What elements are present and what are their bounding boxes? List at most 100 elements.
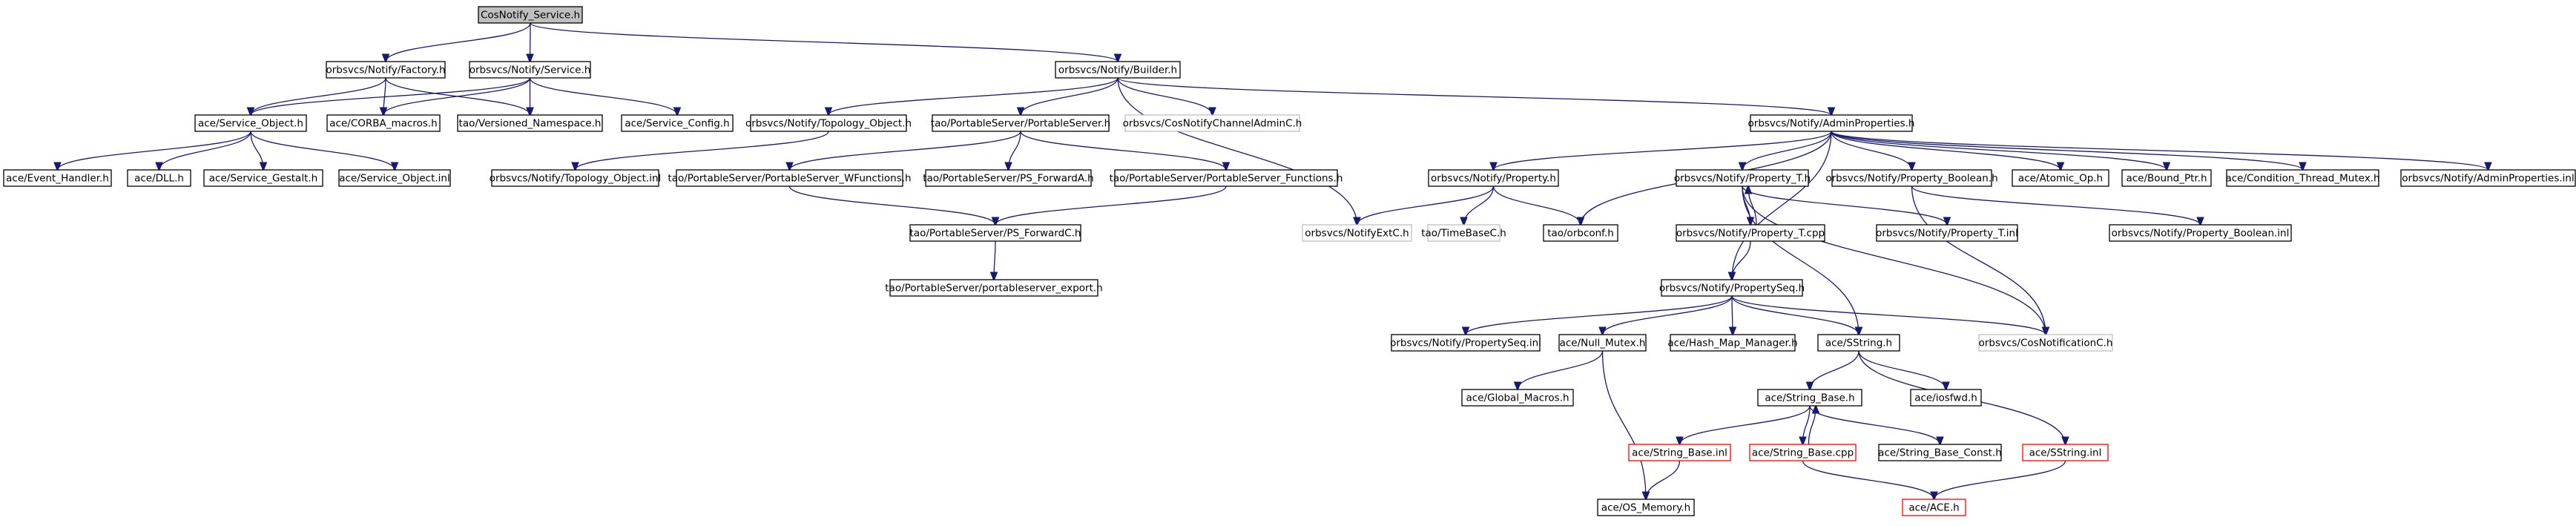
edge-sstringinl-to-aceh bbox=[1934, 460, 2066, 499]
node-orbsvcs-notify-propertyseq-h[interactable]: orbsvcs/Notify/PropertySeq.h bbox=[1659, 279, 1805, 297]
node-ace-string-base-cpp[interactable]: ace/String_Base.cpp bbox=[1749, 444, 1857, 461]
node-tao-timebasec-h[interactable]: tao/TimeBaseC.h bbox=[1421, 224, 1506, 242]
node-label: orbsvcs/NotifyExtC.h bbox=[1305, 228, 1409, 240]
node-label: ace/Hash_Map_Manager.h bbox=[1667, 338, 1797, 349]
node-orbsvcs-notify-property-boolean-inl[interactable]: orbsvcs/Notify/Property_Boolean.inl bbox=[2109, 224, 2292, 242]
node-orbsvcs-notify-adminproperties-inl[interactable]: orbsvcs/Notify/AdminProperties.inl bbox=[2400, 169, 2576, 187]
node-box bbox=[1876, 224, 2018, 242]
node-box bbox=[676, 169, 903, 187]
node-orbsvcs-cosnotifychanneladminc-h[interactable]: orbsvcs/CosNotifyChannelAdminC.h bbox=[1123, 114, 1302, 132]
node-label: ace/String_Base_Const.h bbox=[1878, 447, 2002, 459]
node-cosnotify-service-h[interactable]: CosNotify_Service.h bbox=[478, 6, 583, 24]
node-orbsvcs-notify-property-boolean-h[interactable]: orbsvcs/Notify/Property_Boolean.h bbox=[1825, 169, 1998, 187]
node-label: orbsvcs/CosNotificationC.h bbox=[1979, 338, 2113, 349]
edge-adminprops-to-boundptr bbox=[1831, 131, 2167, 170]
node-label: ace/DLL.h bbox=[134, 173, 184, 185]
edge-ps-to-psfunc bbox=[1020, 131, 1226, 170]
node-orbsvcs-notify-property-t-cpp[interactable]: orbsvcs/Notify/Property_T.cpp bbox=[1676, 224, 1825, 242]
node-tao-portableserver-portableserver-functions-h[interactable]: tao/PortableServer/PortableServer_Functi… bbox=[1110, 169, 1343, 187]
node-ace-bound-ptr-h[interactable]: ace/Bound_Ptr.h bbox=[2121, 169, 2212, 187]
node-label: tao/PortableServer/PS_ForwardC.h bbox=[910, 228, 1081, 240]
edge-svcobj-to-dll bbox=[159, 131, 251, 170]
node-label: ace/CORBA_macros.h bbox=[329, 118, 437, 130]
node-box bbox=[1597, 499, 1695, 516]
node-ace-service-config-h[interactable]: ace/Service_Config.h bbox=[621, 114, 734, 132]
edge-service-to-corbamacros bbox=[383, 77, 531, 115]
node-box bbox=[1749, 444, 1857, 461]
node-orbsvcs-notify-factory-h[interactable]: orbsvcs/Notify/Factory.h bbox=[326, 61, 446, 79]
edge-adminprops-to-propbool bbox=[1831, 131, 1912, 170]
node-orbsvcs-notify-topology-object-inl[interactable]: orbsvcs/Notify/Topology_Object.inl bbox=[490, 169, 662, 187]
node-label: ace/Condition_Thread_Mutex.h bbox=[2225, 173, 2379, 185]
edge-ps-to-psfwda bbox=[1009, 131, 1021, 170]
node-label: ace/String_Base.h bbox=[1765, 392, 1854, 404]
node-box bbox=[1124, 114, 1300, 132]
node-orbsvcs-cosnotificationc-h[interactable]: orbsvcs/CosNotificationC.h bbox=[1978, 334, 2113, 352]
node-ace-service-gestalt-h[interactable]: ace/Service_Gestalt.h bbox=[203, 169, 323, 187]
node-orbsvcs-notify-builder-h[interactable]: orbsvcs/Notify/Builder.h bbox=[1055, 61, 1181, 79]
node-box bbox=[2226, 169, 2379, 187]
node-orbsvcs-notify-propertyseq-inl[interactable]: orbsvcs/Notify/PropertySeq.inl bbox=[1390, 334, 1541, 352]
node-tao-portableserver-ps-forwardc-h[interactable]: tao/PortableServer/PS_ForwardC.h bbox=[909, 224, 1081, 242]
node-ace-sstring-h[interactable]: ace/SString.h bbox=[1817, 334, 1900, 352]
node-ace-atomic-op-h[interactable]: ace/Atomic_Op.h bbox=[2012, 169, 2109, 187]
node-ace-null-mutex-h[interactable]: ace/Null_Mutex.h bbox=[1558, 334, 1647, 352]
node-box bbox=[127, 169, 191, 187]
node-box bbox=[1878, 444, 2002, 461]
node-ace-dll-h[interactable]: ace/DLL.h bbox=[127, 169, 191, 187]
edge-proptcpp-to-propt bbox=[1748, 186, 1757, 226]
node-ace-sstring-inl[interactable]: ace/SString.inl bbox=[2022, 444, 2109, 461]
node-orbsvcs-notify-property-t-h[interactable]: orbsvcs/Notify/Property_T.h bbox=[1674, 169, 1811, 187]
edge-propt-to-cosnotifc bbox=[1742, 185, 2046, 335]
node-ace-string-base-h[interactable]: ace/String_Base.h bbox=[1757, 389, 1862, 407]
node-orbsvcs-notify-property-h[interactable]: orbsvcs/Notify/Property.h bbox=[1428, 169, 1559, 187]
node-tao-portableserver-portableserver-wfunctions-h[interactable]: tao/PortableServer/PortableServer_WFunct… bbox=[668, 169, 912, 187]
node-box bbox=[326, 114, 441, 132]
node-ace-ace-h[interactable]: ace/ACE.h bbox=[1902, 499, 1966, 516]
node-label: orbsvcs/Notify/PropertySeq.h bbox=[1659, 283, 1805, 295]
node-ace-hash-map-manager-h[interactable]: ace/Hash_Map_Manager.h bbox=[1667, 334, 1798, 352]
node-tao-orbconf-h[interactable]: tao/orbconf.h bbox=[1543, 224, 1618, 242]
node-box bbox=[1543, 224, 1618, 242]
node-ace-corba-macros-h[interactable]: ace/CORBA_macros.h bbox=[326, 114, 441, 132]
node-ace-global-macros-h[interactable]: ace/Global_Macros.h bbox=[1461, 389, 1574, 407]
node-orbsvcs-notify-topology-object-h[interactable]: orbsvcs/Notify/Topology_Object.h bbox=[745, 114, 912, 132]
node-tao-versioned-namespace-h[interactable]: tao/Versioned_Namespace.h bbox=[457, 114, 603, 132]
node-orbsvcs-notify-adminproperties-h[interactable]: orbsvcs/Notify/AdminProperties.h bbox=[1748, 114, 1915, 132]
node-ace-condition-thread-mutex-h[interactable]: ace/Condition_Thread_Mutex.h bbox=[2225, 169, 2380, 187]
edge-builder-to-cnca bbox=[1117, 77, 1213, 115]
node-box bbox=[1902, 499, 1966, 516]
node-label: ace/Service_Config.h bbox=[625, 118, 729, 130]
edge-factory-to-svcobj bbox=[251, 77, 386, 115]
node-label: ace/SString.h bbox=[1825, 338, 1892, 349]
node-tao-portableserver-ps-forwarda-h[interactable]: tao/PortableServer/PS_ForwardA.h bbox=[923, 169, 1094, 187]
node-label: ace/OS_Memory.h bbox=[1601, 502, 1690, 514]
edge-builder-to-adminprops bbox=[1117, 77, 1831, 115]
node-orbsvcs-notify-property-t-inl[interactable]: orbsvcs/Notify/Property_T.inl bbox=[1876, 224, 2018, 242]
node-label: ace/String_Base.inl bbox=[1632, 447, 1727, 459]
node-tao-portableserver-portableserver-export-h[interactable]: tao/PortableServer/portableserver_export… bbox=[885, 279, 1103, 297]
node-ace-iosfwd-h[interactable]: ace/iosfwd.h bbox=[1910, 389, 1982, 407]
edge-adminprops-to-condmutex bbox=[1831, 131, 2303, 170]
node-label: ace/Null_Mutex.h bbox=[1560, 338, 1646, 349]
node-box bbox=[1831, 169, 1992, 187]
node-ace-event-handler-h[interactable]: ace/Event_Handler.h bbox=[3, 169, 112, 187]
node-tao-portableserver-portableserver-h[interactable]: tao/PortableServer/PortableServer.h bbox=[931, 114, 1110, 132]
node-orbsvcs-notify-service-h[interactable]: orbsvcs/Notify/Service.h bbox=[469, 61, 591, 79]
node-ace-string-base-inl[interactable]: ace/String_Base.inl bbox=[1628, 444, 1731, 461]
node-ace-string-base-const-h[interactable]: ace/String_Base_Const.h bbox=[1878, 444, 2002, 461]
node-box bbox=[1661, 279, 1803, 297]
edge-adminprops-to-atomic bbox=[1831, 131, 2061, 170]
edge-root-to-service bbox=[530, 22, 531, 62]
edge-adminprops-to-adminpropsinl bbox=[1831, 131, 2488, 170]
node-label: orbsvcs/Notify/Property_T.inl bbox=[1876, 228, 2018, 240]
node-label: tao/Versioned_Namespace.h bbox=[459, 118, 602, 130]
node-ace-service-object-h[interactable]: ace/Service_Object.h bbox=[194, 114, 307, 132]
node-ace-os-memory-h[interactable]: ace/OS_Memory.h bbox=[1597, 499, 1695, 516]
node-ace-service-object-inl[interactable]: ace/Service_Object.inl bbox=[338, 169, 451, 187]
node-label: ace/Service_Object.h bbox=[198, 118, 303, 130]
node-orbsvcs-notifyextc-h[interactable]: orbsvcs/NotifyExtC.h bbox=[1302, 224, 1412, 242]
node-label: orbsvcs/Notify/Property_T.h bbox=[1674, 173, 1811, 185]
node-label: tao/PortableServer/PortableServer_Functi… bbox=[1110, 173, 1343, 185]
